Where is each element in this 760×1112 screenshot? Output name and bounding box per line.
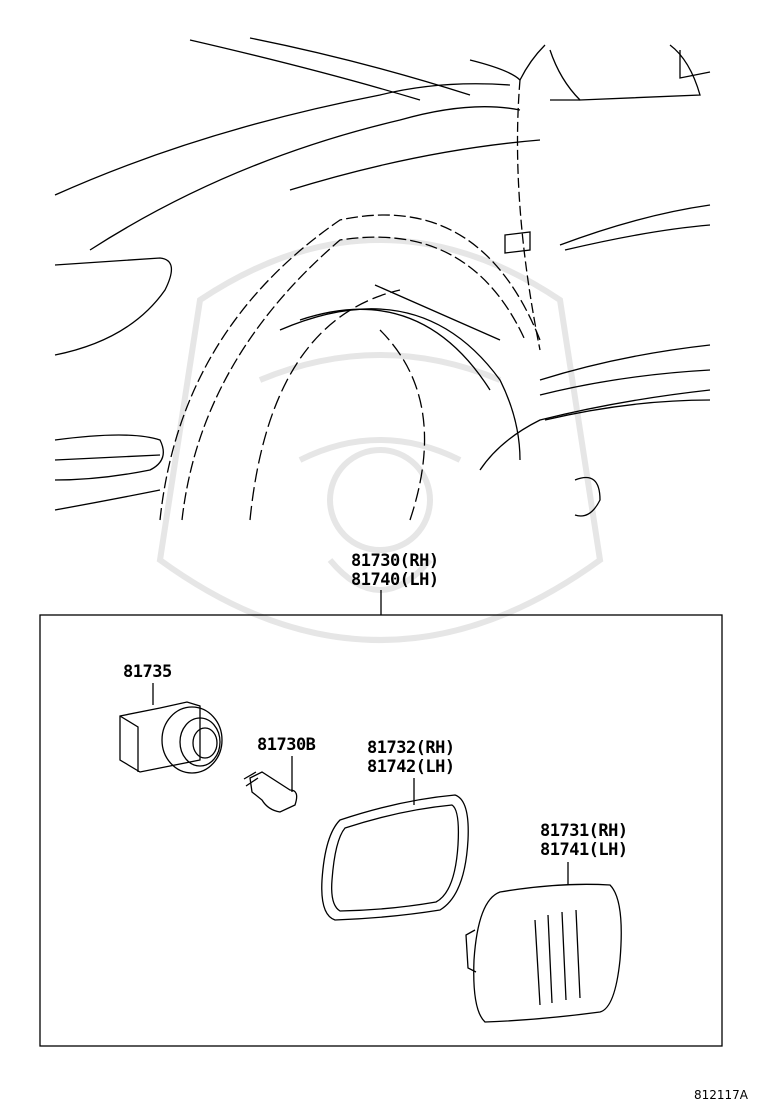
watermark — [156, 237, 604, 643]
bulb-part-81730B — [243, 771, 298, 813]
part-number: 81742(LH) — [367, 757, 455, 777]
socket-part-81735 — [119, 701, 223, 774]
car-body-illustration — [54, 37, 711, 521]
part-number: 81730B — [257, 735, 316, 755]
lens-part-81731 — [465, 883, 622, 1023]
callout-81730B: 81730B — [257, 735, 316, 755]
part-number: 81735 — [123, 662, 172, 682]
part-number: 81740(LH) — [351, 570, 439, 590]
part-number: 81732(RH) — [367, 738, 455, 758]
callout-81730-81740: 81730(RH) 81740(LH) — [351, 552, 439, 590]
part-number: 81731(RH) — [540, 821, 628, 841]
part-number: 81741(LH) — [540, 840, 628, 860]
callout-81735: 81735 — [123, 663, 172, 682]
gasket-part-81732 — [321, 794, 469, 921]
callout-81731-81741: 81731(RH) 81741(LH) — [540, 822, 628, 860]
illustration-code: 812117A — [693, 1088, 748, 1102]
callout-81732-81742: 81732(RH) 81742(LH) — [367, 739, 455, 777]
part-number: 81730(RH) — [351, 551, 439, 571]
